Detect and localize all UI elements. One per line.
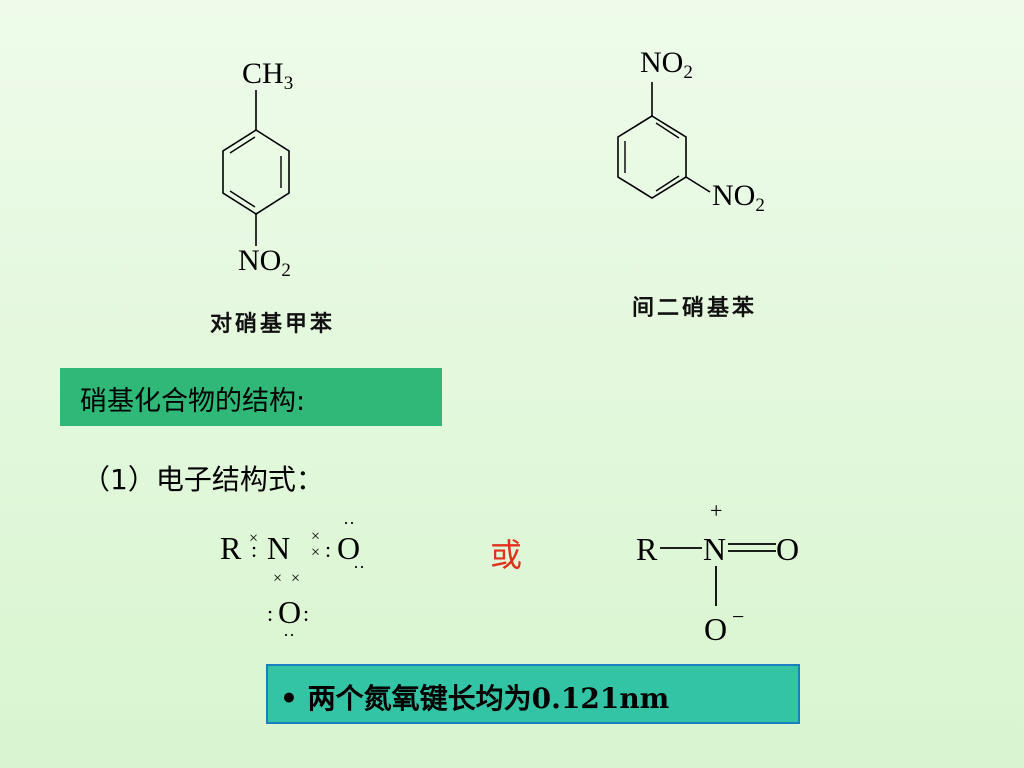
methyl-group-label: CH3 bbox=[242, 57, 293, 94]
structural-o-single: O bbox=[704, 611, 727, 647]
lewis-o-atom-right: O bbox=[337, 530, 360, 566]
structural-o-double: O bbox=[776, 531, 799, 567]
lewis-bond-dot: : bbox=[303, 601, 309, 626]
lone-pair-dots: ·· bbox=[343, 513, 355, 533]
negative-charge: − bbox=[732, 604, 744, 629]
nitro-structural-formula: R N + O O − bbox=[632, 498, 822, 653]
lewis-bond-cross: × bbox=[249, 530, 258, 547]
lone-pair-dots: ·· bbox=[283, 625, 295, 645]
section-title-box: 硝基化合物的结构: bbox=[60, 368, 442, 426]
structural-r-atom: R bbox=[636, 531, 658, 567]
m-dinitrobenzene-caption: 间二硝基苯 bbox=[632, 296, 758, 321]
lewis-bond-dot: : bbox=[251, 537, 257, 562]
nitro-right-bond bbox=[685, 176, 711, 193]
nitro-group-right-label: NO2 bbox=[712, 179, 765, 216]
lewis-n-atom: N bbox=[267, 530, 290, 566]
subheading-electron-structure: （1）电子结构式： bbox=[82, 463, 324, 496]
p-nitrotoluene-structure: CH3 NO2 bbox=[200, 50, 340, 290]
lone-pair-dots: ·· bbox=[353, 557, 365, 577]
nitro-group-top-label: NO2 bbox=[640, 46, 693, 83]
lewis-cross: × bbox=[311, 544, 320, 561]
benzene-ring bbox=[222, 129, 290, 215]
bond-length-fact-box: • 两个氮氧键长均为0.121nm bbox=[266, 664, 800, 724]
m-dinitrobenzene-structure: NO2 NO2 bbox=[600, 42, 800, 222]
lewis-bond-dot: : bbox=[267, 601, 273, 626]
structural-n-atom: N bbox=[703, 531, 726, 567]
lewis-bond-dot: : bbox=[325, 537, 331, 562]
positive-charge: + bbox=[710, 498, 722, 523]
bond-length-fact: • 两个氮氧键长均为0.121nm bbox=[280, 682, 670, 715]
nitro-group-label: NO2 bbox=[238, 244, 291, 281]
section-title: 硝基化合物的结构: bbox=[80, 386, 306, 417]
p-nitrotoluene-caption: 对硝基甲苯 bbox=[210, 312, 336, 337]
lewis-structure: R × : N × × : O ·· ·· × × : O : ·· bbox=[215, 513, 395, 645]
lewis-r-atom: R bbox=[220, 530, 242, 566]
lewis-cross: × bbox=[273, 570, 282, 587]
or-word: 或 bbox=[490, 536, 523, 574]
lewis-cross: × bbox=[291, 570, 300, 587]
lewis-cross: × bbox=[311, 528, 320, 545]
lewis-o-atom-bottom: O bbox=[278, 594, 301, 630]
benzene-ring bbox=[617, 115, 687, 199]
